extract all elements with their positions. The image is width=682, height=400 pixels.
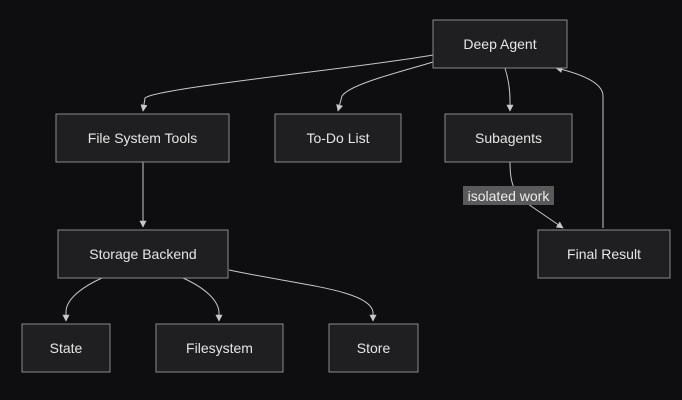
node-final-result-label: Final Result xyxy=(567,246,641,262)
edge-deep-agent-to-subagents xyxy=(504,67,514,112)
node-file-system-tools: File System Tools xyxy=(55,113,230,163)
edge-storage-to-store xyxy=(228,269,377,322)
node-store: Store xyxy=(328,323,419,373)
edge-storage-to-filesystem xyxy=(182,277,223,322)
node-deep-agent: Deep Agent xyxy=(432,19,568,69)
node-todo-list: To-Do List xyxy=(274,113,402,163)
edge-final-result-to-deep-agent xyxy=(555,66,604,228)
node-todo-list-label: To-Do List xyxy=(306,130,369,146)
node-filesystem-label: Filesystem xyxy=(186,340,253,356)
node-storage-backend: Storage Backend xyxy=(57,229,229,279)
node-store-label: Store xyxy=(357,340,391,356)
node-subagents-label: Subagents xyxy=(475,130,542,146)
node-state-label: State xyxy=(50,340,83,356)
node-filesystem: Filesystem xyxy=(155,323,284,373)
edges xyxy=(62,54,604,322)
edge-deep-agent-to-fs-tools xyxy=(140,54,434,112)
node-storage-backend-label: Storage Backend xyxy=(89,246,196,262)
edge-deep-agent-to-todo-list xyxy=(336,61,434,112)
node-deep-agent-label: Deep Agent xyxy=(463,36,536,52)
edge-label-text: isolated work xyxy=(468,188,551,204)
node-state: State xyxy=(21,323,111,373)
node-subagents: Subagents xyxy=(444,113,573,163)
node-file-system-tools-label: File System Tools xyxy=(88,130,197,146)
node-final-result: Final Result xyxy=(537,229,671,279)
edge-storage-to-state xyxy=(62,277,103,322)
edge-label-isolated-work: isolated work xyxy=(463,186,554,205)
